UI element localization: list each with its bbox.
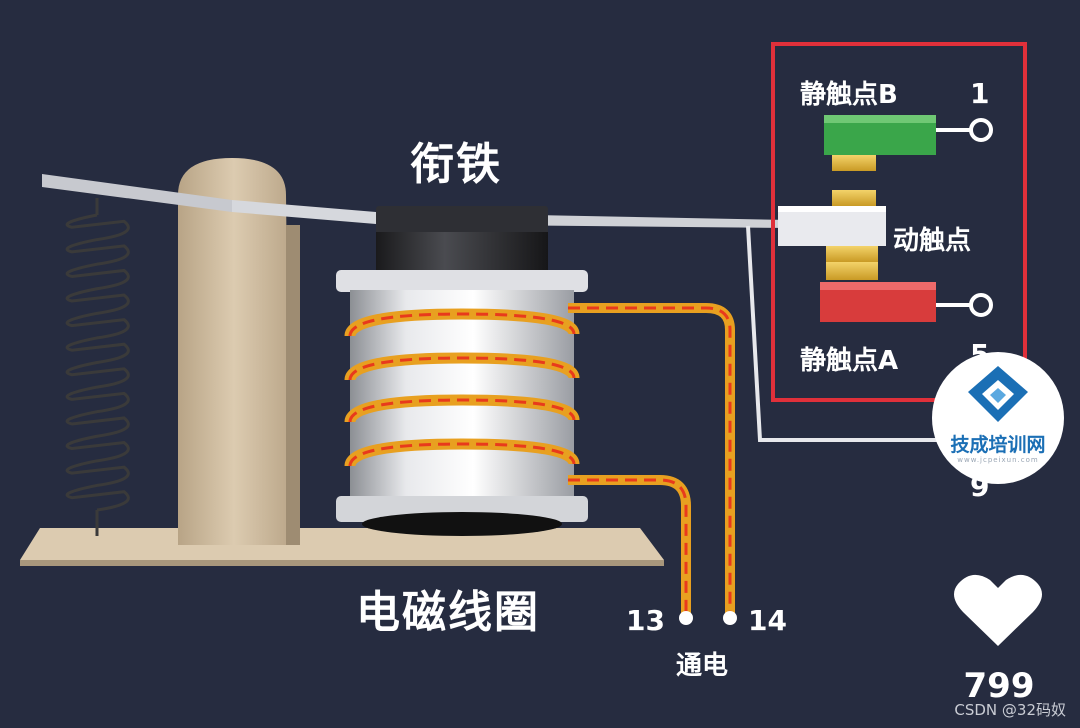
terminal-13-dot [679,611,693,625]
moving-contact [778,190,886,262]
terminal-14-label: 14 [748,604,787,637]
armature-plate [376,206,548,234]
terminal-1-ring [969,118,993,142]
terminal-5-ring [969,293,993,317]
static-contact-a-label: 静触点A [800,346,899,376]
terminal-13-label: 13 [626,604,665,637]
contact-a-tip [826,262,878,280]
lead-wire-14 [568,303,735,614]
watermark: CSDN @32码奴 [954,701,1066,719]
brand-logo[interactable]: 技成培训网 www.jcpeixun.com [932,352,1064,484]
armature-label: 衔铁 [410,139,502,190]
heart-icon[interactable] [954,574,1042,646]
coil-turn-current [348,442,576,467]
contact-b-tip [832,155,876,171]
terminal-14-dot [723,611,737,625]
coil-leads [568,303,737,625]
coil-turn-current [348,312,576,337]
iron-core [376,232,548,274]
armature-lever [42,174,790,234]
spring [65,198,130,536]
contacts-highlight-box [771,42,1027,402]
moving-contact-wire [746,225,980,442]
spring-coil [65,213,130,512]
coil-turn-current [348,356,576,381]
static-contact-b-label: 静触点B [800,80,898,110]
pivot-post [178,158,300,545]
power-label: 通电 [676,651,729,681]
base-plate [20,528,664,566]
coil-label: 电磁线圈 [356,587,540,638]
brand-name: 技成培训网 [950,434,1046,456]
moving-contact-label: 动触点 [893,226,972,256]
coil-turn-current [348,398,576,423]
static-contact-b [824,115,993,171]
brand-url: www.jcpeixun.com [957,456,1039,464]
terminal-1-label: 1 [970,77,990,110]
like-count: 799 [963,666,1035,706]
coil-windings [344,308,580,468]
diamond-logo-icon [968,366,1028,422]
static-contact-a [820,262,993,322]
